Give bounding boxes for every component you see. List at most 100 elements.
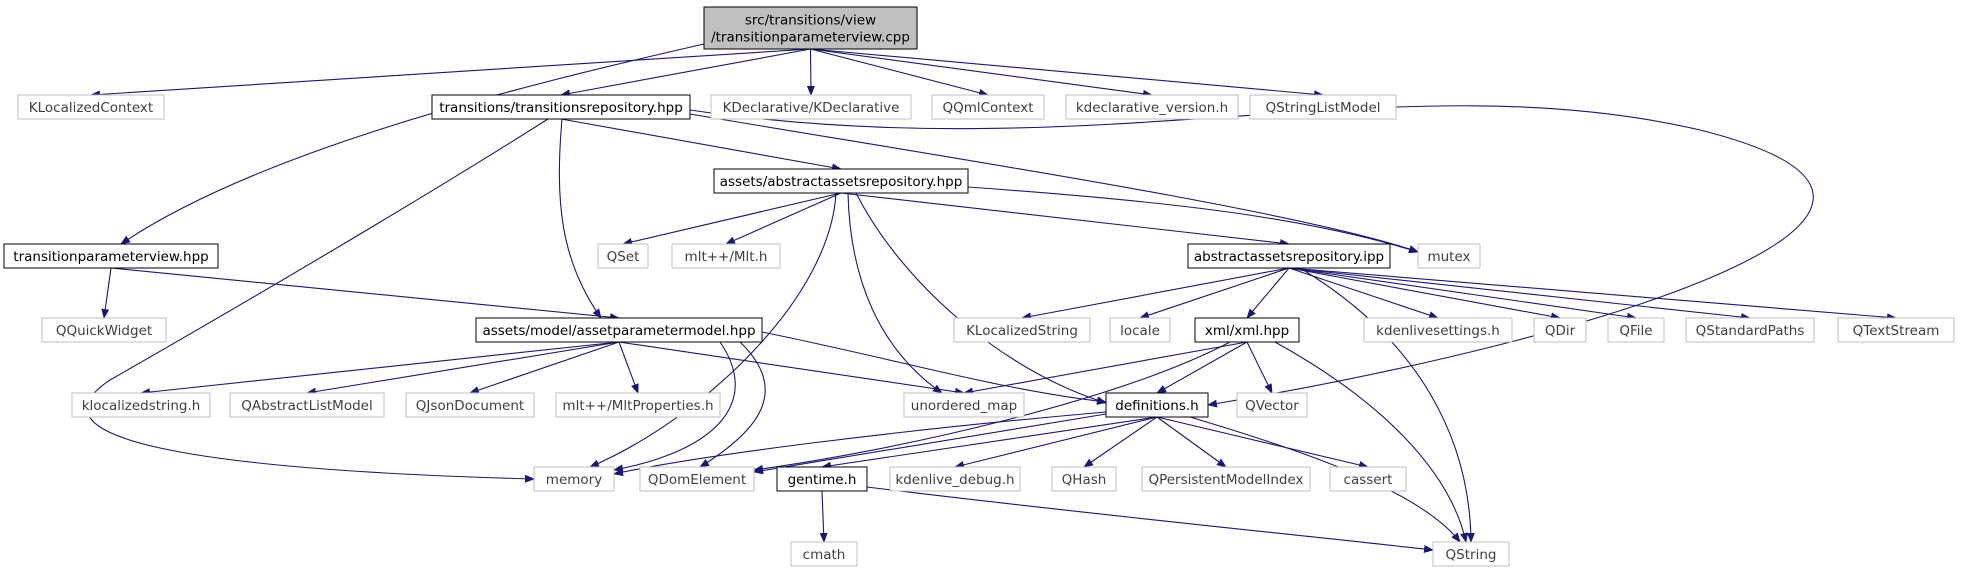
node-box [3, 243, 219, 269]
edge-abstractassetsrepository_ipp-to-qtextstream [1288, 267, 1897, 322]
node-root: src/transitions/view/transitionparameter… [703, 6, 918, 50]
node-cassert: cassert [1329, 466, 1407, 492]
node-assetparametermodel: assets/model/assetparametermodel.hpp [475, 317, 763, 343]
nodes: src/transitions/view/transitionparameter… [3, 6, 1955, 567]
node-label: klocalizedstring.h [82, 398, 201, 414]
node-label: kdenlivesettings.h [1376, 323, 1500, 339]
node-box [1329, 466, 1407, 492]
node-label: KLocalizedContext [29, 100, 153, 116]
node-box [710, 94, 912, 120]
node-kdenlivesettings: kdenlivesettings.h [1363, 317, 1513, 343]
node-box [41, 317, 167, 343]
node-qstring: QString [1432, 541, 1510, 567]
edge-transitionparameterview_hpp-to-qquickwidget [101, 267, 112, 319]
node-label: QDomElement [648, 472, 746, 488]
edge-abstractassetsrepository_hpp-to-mutex [967, 186, 1419, 254]
edge-abstractassetsrepository_ipp-to-qstandardpaths [1288, 267, 1751, 322]
edge-root-to-kdeclarative [806, 48, 815, 96]
node-box [889, 466, 1021, 492]
node-label: transitionparameterview.hpp [13, 249, 208, 265]
node-label: unordered_map [911, 398, 1017, 414]
node-label: QStandardPaths [1696, 323, 1805, 339]
node-label: kdeclarative_version.h [1076, 100, 1228, 116]
node-qfile: QFile [1607, 317, 1665, 343]
edge-abstractassetsrepository_ipp-to-klocalizedstring_cap [1021, 267, 1290, 321]
node-box [1065, 94, 1239, 120]
node-box [1432, 541, 1510, 567]
edge-gentime-to-cmath [819, 490, 828, 543]
node-qvector: QVector [1236, 392, 1308, 418]
node-box [431, 94, 691, 120]
edge-definitions-to-qhash [1083, 416, 1158, 468]
edge-abstractassetsrepository_ipp-to-xml [1246, 267, 1290, 319]
node-box [703, 6, 918, 50]
edge-transitionsrepository-to-assetparametermodel [558, 118, 602, 319]
edge-abstractassetsrepository_hpp-to-abstractassetsrepository_ipp [840, 192, 1290, 247]
edge-assetparametermodel-to-definitions [761, 331, 1107, 405]
node-box [931, 94, 1045, 120]
node-qstringlistmodel: QStringListModel [1249, 94, 1397, 120]
edge-definitions-to-kdenlive_debug [954, 416, 1158, 469]
node-qstandardpaths: QStandardPaths [1685, 317, 1815, 343]
node-kdeclarative_version: kdeclarative_version.h [1065, 94, 1239, 120]
node-box [953, 317, 1091, 343]
node-label: QJsonDocument [416, 398, 524, 414]
node-label: QSet [607, 249, 640, 265]
node-box [229, 392, 385, 418]
node-label: memory [546, 472, 602, 488]
node-box [1607, 317, 1665, 343]
node-label: kdenlive_debug.h [895, 472, 1014, 488]
node-label: QQuickWidget [56, 323, 152, 339]
node-box [1109, 317, 1171, 343]
node-box [1051, 466, 1117, 492]
node-label: KLocalizedString [966, 323, 1078, 339]
node-box [1236, 392, 1308, 418]
node-gentime: gentime.h [776, 466, 868, 492]
node-qjsondocument: QJsonDocument [405, 392, 535, 418]
edge-root-to-transitionparameterview_hpp [120, 43, 705, 245]
node-klocalizedstring_cap: KLocalizedString [953, 317, 1091, 343]
node-box [533, 466, 615, 492]
node-box [1685, 317, 1815, 343]
node-label: QPersistentModelIndex [1148, 472, 1303, 488]
node-box [405, 392, 535, 418]
edge-abstractassetsrepository_ipp-to-qdir [1288, 267, 1561, 321]
edge-xml-to-definitions [1156, 341, 1248, 394]
node-label: gentime.h [788, 472, 857, 488]
node-qquickwidget: QQuickWidget [41, 317, 167, 343]
edge-abstractassetsrepository_hpp-to-unordered_map [847, 192, 943, 394]
node-cmath: cmath [790, 541, 858, 567]
node-label: mlt++/MltProperties.h [562, 398, 713, 414]
node-box [1533, 317, 1587, 343]
node-box [597, 243, 649, 269]
edge-abstractassetsrepository_ipp-to-qstring [1299, 267, 1475, 543]
node-label: src/transitions/view [745, 13, 876, 29]
edge-transitionsrepository-to-memory [86, 118, 549, 483]
edge-transitionparameterview_hpp-to-assetparametermodel [110, 267, 620, 322]
edge-definitions-to-cassert [1156, 416, 1369, 469]
node-qdir: QDir [1533, 317, 1587, 343]
edge-xml-to-unordered_map [963, 341, 1248, 396]
node-label: QAbstractListModel [241, 398, 372, 414]
node-box [475, 317, 763, 343]
node-unordered_map: unordered_map [903, 392, 1025, 418]
node-box [713, 168, 969, 194]
node-abstractassetsrepository_ipp: abstractassetsrepository.ipp [1187, 243, 1391, 269]
node-box [671, 243, 781, 269]
node-label: QQmlContext [942, 100, 1033, 116]
edge-root-to-transitionsrepository [560, 48, 811, 98]
node-label: cassert [1344, 472, 1393, 488]
edge-root-to-kdeclarative_version [810, 48, 1153, 98]
node-label: QDir [1545, 323, 1576, 339]
edge-transitionsrepository-to-abstractassetsrepository_hpp [560, 118, 842, 172]
node-memory: memory [533, 466, 615, 492]
node-qdomelement: QDomElement [639, 466, 755, 492]
edge-root-to-qstringlistmodel [810, 48, 1324, 99]
edge-assetparametermodel-to-unordered_map [618, 341, 965, 396]
edge-xml-to-qstring [1274, 341, 1468, 543]
node-box [903, 392, 1025, 418]
node-box [776, 466, 868, 492]
node-xml: xml/xml.hpp [1194, 317, 1300, 343]
node-box [71, 392, 211, 418]
